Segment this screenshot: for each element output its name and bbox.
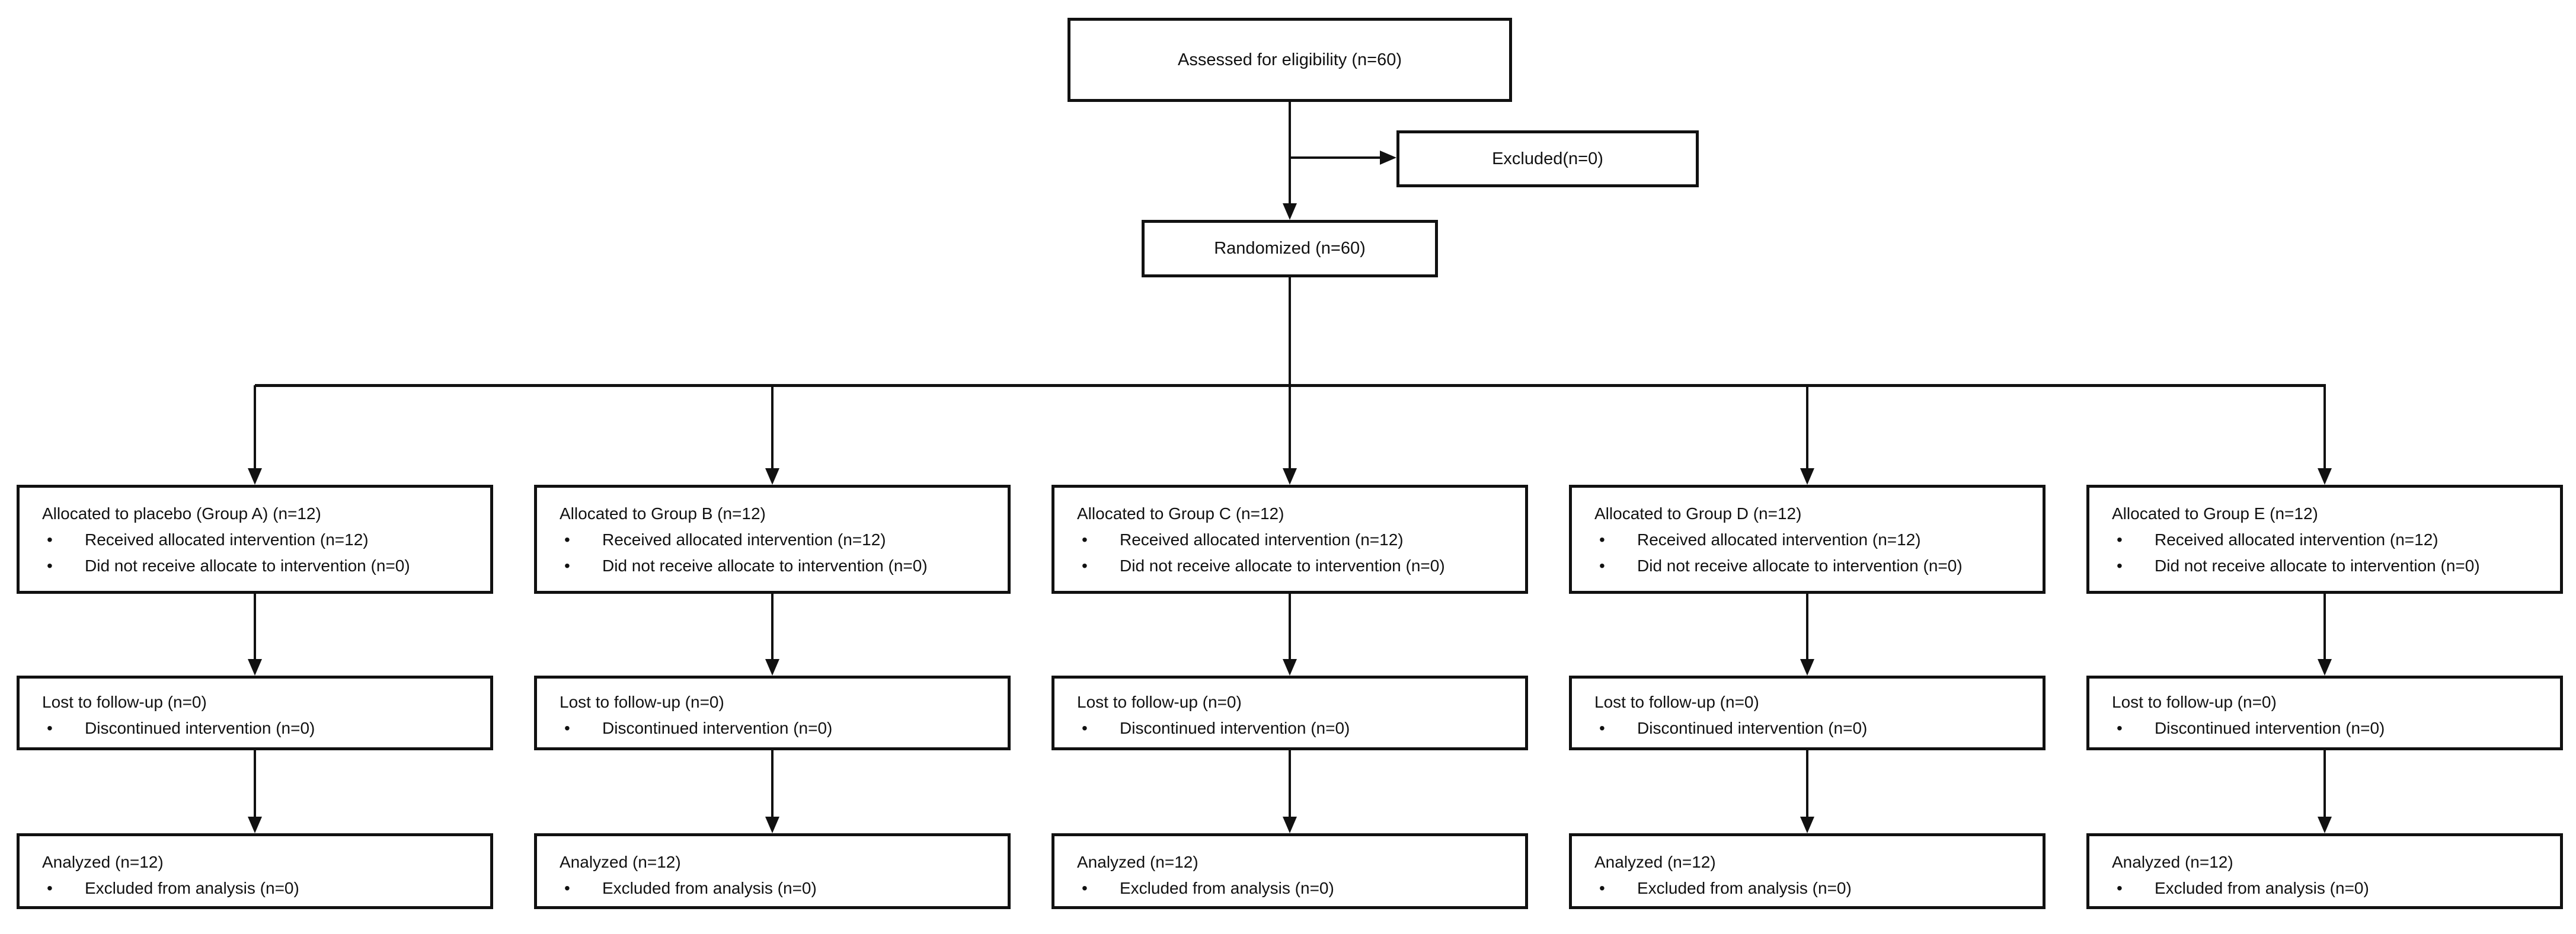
allocation-title: Allocated to Group C (n=12) [1077,504,1284,523]
arrowhead-into-allocation-e [2318,468,2332,485]
analysis-box-a: Analyzed (n=12) Excluded from analysis (… [17,833,493,909]
followup-box-d: Lost to follow-up (n=0) Discontinued int… [1569,676,2046,750]
arrowhead-into-allocation-c [1283,468,1297,485]
followup-title: Lost to follow-up (n=0) [1077,693,1242,711]
followup-bullet: Discontinued intervention (n=0) [1077,715,1511,741]
connector-drop-arm-e [2323,385,2326,469]
connector-allocation-to-followup-e [2323,594,2326,660]
allocation-bullet: Received allocated intervention (n=12) [2112,527,2546,553]
followup-title: Lost to follow-up (n=0) [1594,693,1759,711]
analysis-box-b: Analyzed (n=12) Excluded from analysis (… [534,833,1011,909]
allocation-box-d: Allocated to Group D (n=12) Received all… [1569,485,2046,594]
followup-box-e: Lost to follow-up (n=0) Discontinued int… [2086,676,2563,750]
arrowhead-into-followup-c [1283,659,1297,676]
arrowhead-into-analysis-e [2318,817,2332,833]
connector-followup-to-analysis-d [1806,750,1808,818]
followup-box-c: Lost to follow-up (n=0) Discontinued int… [1052,676,1528,750]
allocation-bullet: Received allocated intervention (n=12) [1077,527,1511,553]
connector-allocation-to-followup-a [254,594,256,660]
arrowhead-into-randomized [1283,203,1297,220]
followup-title: Lost to follow-up (n=0) [560,693,724,711]
connector-followup-to-analysis-c [1289,750,1291,818]
connector-allocation-to-followup-b [771,594,774,660]
allocation-box-c: Allocated to Group C (n=12) Received all… [1052,485,1528,594]
analysis-title: Analyzed (n=12) [42,853,164,871]
arrowhead-into-analysis-b [765,817,779,833]
allocation-box-e: Allocated to Group E (n=12) Received all… [2086,485,2563,594]
allocation-bullet: Received allocated intervention (n=12) [560,527,993,553]
arrowhead-into-allocation-b [765,468,779,485]
analysis-title: Analyzed (n=12) [1077,853,1198,871]
assessed-box: Assessed for eligibility (n=60) [1068,18,1512,102]
followup-title: Lost to follow-up (n=0) [2112,693,2277,711]
connector-assessed-to-randomized [1289,102,1291,207]
analysis-box-e: Analyzed (n=12) Excluded from analysis (… [2086,833,2563,909]
analysis-bullet: Excluded from analysis (n=0) [560,875,993,901]
followup-bullet: Discontinued intervention (n=0) [42,715,476,741]
followup-bullet: Discontinued intervention (n=0) [2112,715,2546,741]
connector-to-excluded [1290,156,1382,159]
arrowhead-into-followup-d [1800,659,1814,676]
excluded-label: Excluded(n=0) [1492,149,1603,168]
connector-allocation-to-followup-c [1289,594,1291,660]
randomized-label: Randomized (n=60) [1214,239,1366,258]
allocation-title: Allocated to Group D (n=12) [1594,504,1802,523]
allocation-bullet: Did not receive allocate to intervention… [42,553,476,579]
followup-box-a: Lost to follow-up (n=0) Discontinued int… [17,676,493,750]
arrowhead-into-analysis-a [248,817,262,833]
assessed-label: Assessed for eligibility (n=60) [1178,50,1402,69]
arrowhead-into-analysis-d [1800,817,1814,833]
allocation-bullet: Did not receive allocate to intervention… [1594,553,2028,579]
allocation-bullet: Received allocated intervention (n=12) [42,527,476,553]
connector-followup-to-analysis-a [254,750,256,818]
analysis-box-d: Analyzed (n=12) Excluded from analysis (… [1569,833,2046,909]
allocation-bullet: Did not receive allocate to intervention… [560,553,993,579]
connector-drop-arm-a [254,385,256,469]
allocation-bullet: Did not receive allocate to intervention… [2112,553,2546,579]
analysis-bullet: Excluded from analysis (n=0) [1594,875,2028,901]
arrowhead-into-followup-e [2318,659,2332,676]
allocation-bullet: Received allocated intervention (n=12) [1594,527,2028,553]
connector-followup-to-analysis-b [771,750,774,818]
arrowhead-into-followup-b [765,659,779,676]
analysis-bullet: Excluded from analysis (n=0) [42,875,476,901]
analysis-bullet: Excluded from analysis (n=0) [1077,875,1511,901]
analysis-bullet: Excluded from analysis (n=0) [2112,875,2546,901]
randomized-box: Randomized (n=60) [1142,220,1438,277]
followup-bullet: Discontinued intervention (n=0) [560,715,993,741]
allocation-bullet: Did not receive allocate to intervention… [1077,553,1511,579]
connector-drop-arm-b [771,385,774,469]
connector-allocation-to-followup-d [1806,594,1808,660]
allocation-title: Allocated to Group B (n=12) [560,504,766,523]
connector-drop-arm-d [1806,385,1808,469]
connector-followup-to-analysis-e [2323,750,2326,818]
allocation-title: Allocated to placebo (Group A) (n=12) [42,504,321,523]
arrowhead-into-analysis-c [1283,817,1297,833]
analysis-title: Analyzed (n=12) [560,853,681,871]
analysis-title: Analyzed (n=12) [2112,853,2233,871]
analysis-box-c: Analyzed (n=12) Excluded from analysis (… [1052,833,1528,909]
followup-box-b: Lost to follow-up (n=0) Discontinued int… [534,676,1011,750]
connector-distribution-bar [255,384,2326,387]
connector-randomized-trunk [1289,277,1291,469]
arrowhead-into-allocation-d [1800,468,1814,485]
arrowhead-into-followup-a [248,659,262,676]
arrowhead-into-excluded [1380,151,1396,165]
analysis-title: Analyzed (n=12) [1594,853,1716,871]
allocation-box-b: Allocated to Group B (n=12) Received all… [534,485,1011,594]
arrowhead-into-allocation-a [248,468,262,485]
allocation-title: Allocated to Group E (n=12) [2112,504,2318,523]
followup-title: Lost to follow-up (n=0) [42,693,207,711]
allocation-box-a: Allocated to placebo (Group A) (n=12) Re… [17,485,493,594]
excluded-box: Excluded(n=0) [1396,130,1699,187]
followup-bullet: Discontinued intervention (n=0) [1594,715,2028,741]
